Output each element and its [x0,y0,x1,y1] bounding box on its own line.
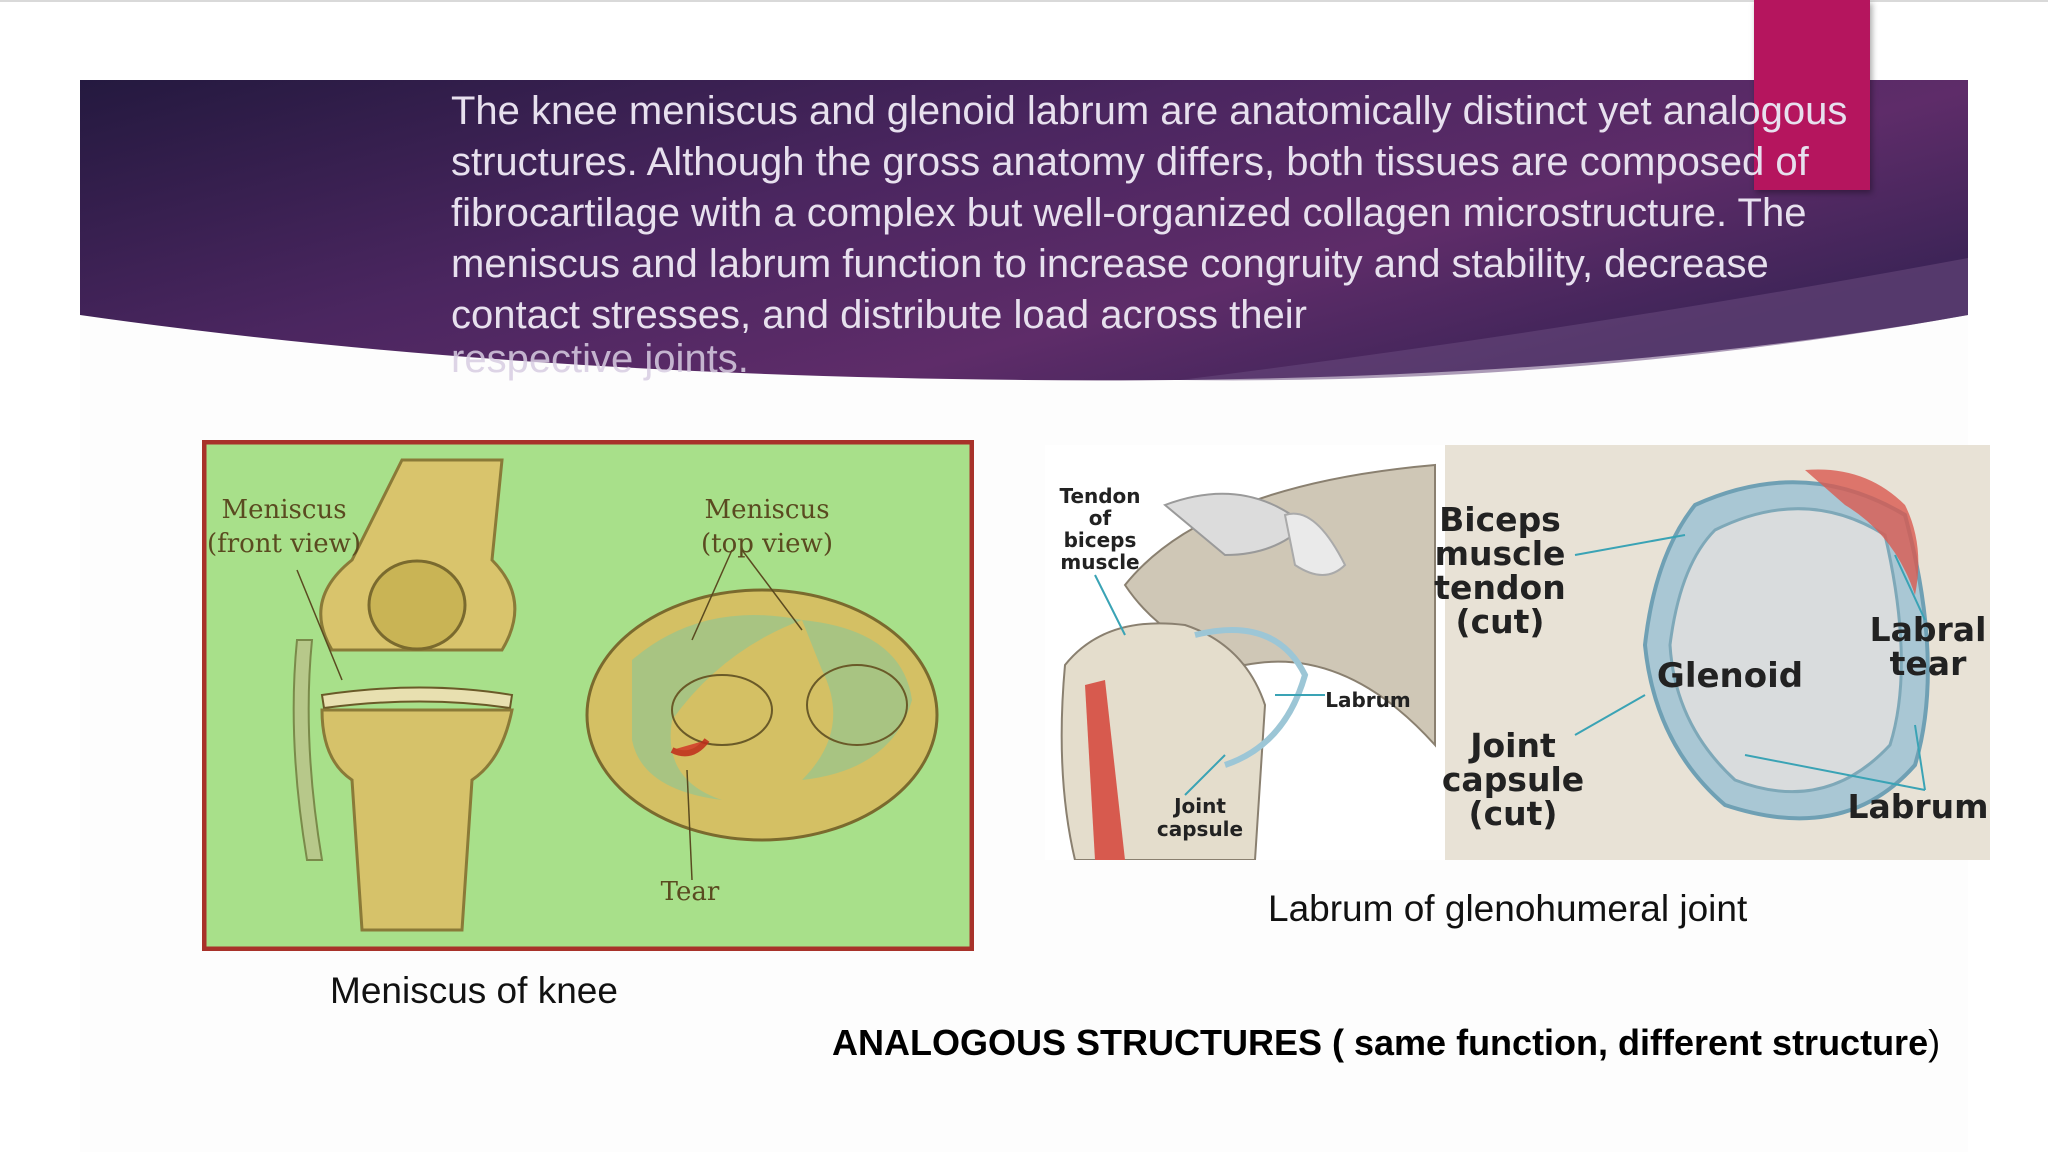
caption-knee: Meniscus of knee [330,970,618,1011]
top-rule [0,0,2048,2]
label-tear: Tear [661,877,720,907]
banner-paragraph: The knee meniscus and glenoid labrum are… [451,89,1848,337]
label-glenoid: Glenoid [1657,656,1803,696]
label-labrum-small: Labrum [1325,688,1411,712]
analogous-structures-bold: ANALOGOUS STRUCTURES ( same function, di… [832,1022,1929,1063]
banner-paragraph-tail: respective joints. [451,337,749,381]
analogous-structures-note: ANALOGOUS STRUCTURES ( same function, di… [832,1022,1940,1064]
accent-tab [1754,0,1870,190]
knee-meniscus-illustration: Meniscus(front view) Meniscus(top view) … [202,440,974,951]
header-banner [80,80,1968,381]
label-meniscus-top: Meniscus(top view) [701,495,833,559]
analogous-structures-closing: ) [1928,1022,1941,1063]
label-meniscus-front: Meniscus(front view) [207,495,361,559]
label-labrum: Labrum [1847,787,1988,826]
caption-shoulder: Labrum of glenohumeral joint [1268,888,1748,929]
